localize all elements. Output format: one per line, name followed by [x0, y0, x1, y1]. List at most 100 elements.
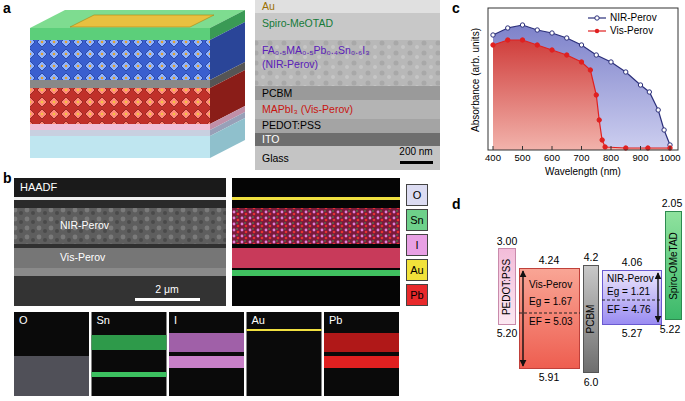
- element-label: Sn: [97, 314, 110, 327]
- layer-label: PCBM: [262, 87, 292, 99]
- data-marker: [609, 60, 613, 64]
- sem-image: [255, 0, 440, 170]
- data-marker: [662, 128, 666, 132]
- bar-text: NIR-Perov: [607, 273, 654, 285]
- data-marker: [624, 70, 628, 74]
- svg-rect: [255, 100, 440, 119]
- element-maps: [14, 312, 399, 396]
- svg-rect: [14, 178, 226, 306]
- axis-title: Absorbance (arb. units): [470, 28, 482, 132]
- svg-rect: [247, 329, 322, 331]
- tick-label: 700: [574, 153, 590, 164]
- axis-tick: [581, 146, 582, 150]
- svg-rect: [30, 130, 210, 136]
- bar-text: Spiro-OMeTAD: [668, 232, 680, 300]
- data-marker: [520, 23, 524, 27]
- data-marker: [647, 90, 651, 94]
- layer-label: (NIR-Perov): [262, 58, 318, 70]
- layer-label: FA₀.₅MA₀.₅Pb₀.₄Sn₀.₆I₃: [262, 44, 370, 56]
- svg-polygon: [30, 10, 245, 28]
- svg-circle: [595, 16, 599, 20]
- svg-rect: [232, 208, 400, 244]
- legend-swatch: Pb: [406, 284, 428, 306]
- tick-label: 600: [544, 153, 560, 164]
- svg-rect: [255, 119, 440, 133]
- svg-polygon: [493, 25, 670, 150]
- energy-bar: NIR-PerovEg = 1.21EF = 4.76: [602, 270, 662, 325]
- data-marker: [550, 48, 554, 52]
- data-marker: [565, 36, 569, 40]
- legend-text: Pb: [410, 289, 423, 302]
- bar-text: PEDOT:PSS: [501, 258, 513, 314]
- svg-rect: [30, 80, 210, 88]
- svg-rect: [232, 178, 400, 306]
- svg-rect: [14, 244, 226, 248]
- svg-line: [602, 300, 662, 301]
- svg-rect: [324, 312, 399, 396]
- layer-label: PEDOT:PSS: [262, 119, 321, 131]
- svg-rect: [255, 133, 440, 146]
- bar-text: Eg = 1.21: [607, 286, 650, 298]
- axis-tick: [552, 146, 553, 150]
- svg-rect: [30, 28, 210, 40]
- panel-letter: d: [452, 196, 461, 212]
- layer-label: Spiro-MeOTAD: [262, 17, 333, 29]
- data-marker: [600, 138, 604, 142]
- svg-rect: [255, 86, 440, 100]
- element-label: I: [174, 314, 177, 327]
- data-marker: [506, 26, 510, 30]
- data-marker: [535, 28, 539, 32]
- energy-bar: PEDOT:PSS: [498, 248, 516, 325]
- svg-rect: [14, 268, 226, 276]
- legend-text: Au: [410, 264, 423, 277]
- legend-swatch: Sn: [406, 209, 428, 231]
- eds-map: [232, 178, 400, 306]
- svg-rect: [92, 335, 167, 350]
- data-marker: [594, 53, 598, 57]
- legend-text: Sn: [410, 214, 423, 227]
- svg-rect: [169, 356, 244, 368]
- legend-swatch: Au: [406, 259, 428, 281]
- svg-rect: [14, 197, 226, 200]
- layer-label: MAPbI₃ (Vis-Perov): [262, 103, 353, 115]
- scale-label: 200 nm: [399, 146, 432, 158]
- svg-rect: [488, 8, 678, 150]
- svg-rect: [30, 40, 210, 80]
- svg-polygon: [493, 40, 670, 150]
- energy-value: 3.00: [497, 235, 517, 247]
- data-marker: [603, 145, 607, 149]
- svg-rect: [169, 333, 244, 352]
- svg-g: [493, 146, 670, 150]
- data-marker: [506, 38, 510, 42]
- energy-bar: Spiro-OMeTAD: [665, 211, 682, 320]
- svg-line: [519, 313, 580, 314]
- svg-rect: [14, 312, 89, 396]
- panel-letter: a: [3, 0, 11, 16]
- svg-rect: [14, 356, 89, 396]
- svg-rect: [324, 333, 399, 352]
- layer-label: Glass: [262, 152, 289, 164]
- element-label: Au: [252, 314, 265, 327]
- tick-label: 800: [603, 153, 619, 164]
- haadf-image: [14, 178, 226, 306]
- energy-value: 6.0: [584, 376, 599, 388]
- svg-rect: [400, 161, 433, 164]
- svg-rect: [14, 200, 226, 208]
- data-marker: [535, 43, 539, 47]
- svg-rect: [255, 40, 440, 86]
- tick-label: 1000: [659, 153, 680, 164]
- element-label: O: [19, 314, 28, 327]
- svg-polygon: [70, 15, 214, 27]
- axis-tick: [611, 146, 612, 150]
- scale-label: 2 μm: [155, 283, 179, 295]
- data-marker: [550, 31, 554, 35]
- data-marker: [656, 108, 660, 112]
- bar-text: Vis-Perov: [529, 279, 572, 291]
- legend-swatch: I: [406, 234, 428, 256]
- data-marker: [579, 60, 583, 64]
- svg-rect: [30, 136, 210, 158]
- energy-bar: PCBM: [583, 265, 599, 373]
- svg-polyline: [493, 25, 670, 145]
